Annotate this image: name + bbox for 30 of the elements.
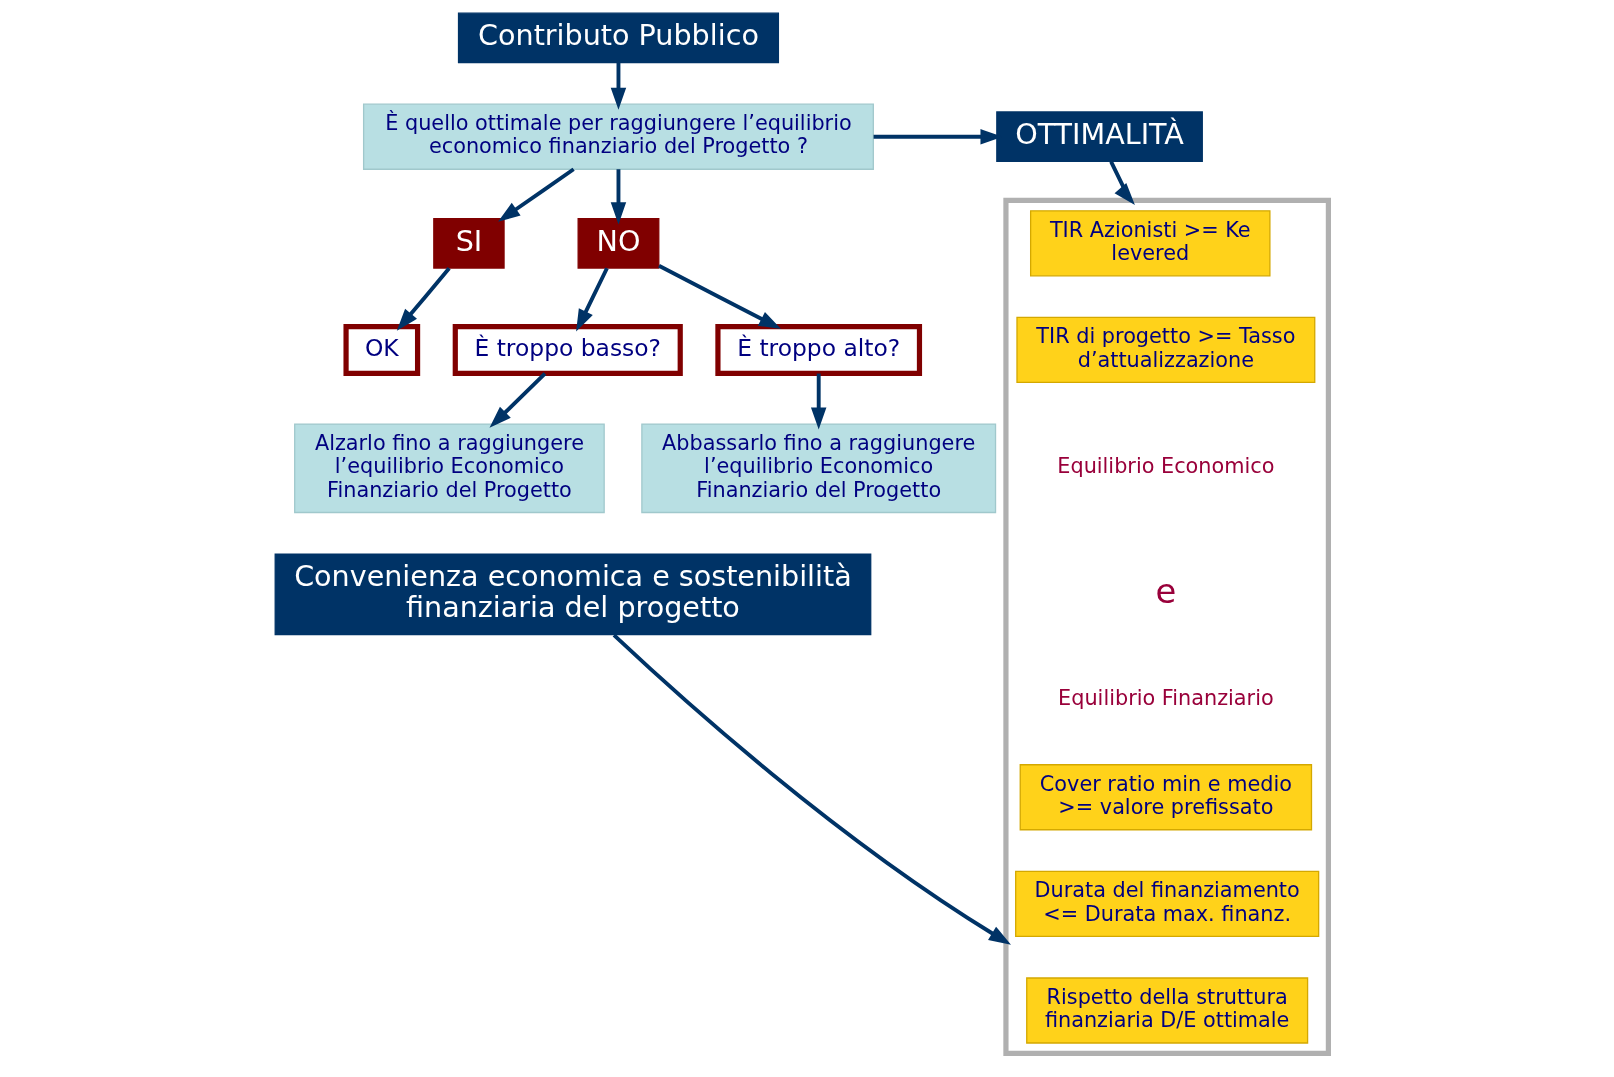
arrow bbox=[396, 267, 451, 331]
node-box: Cover ratio min e medio >= valore prefissato bbox=[1019, 764, 1313, 831]
node-box: Contributo Pubblico bbox=[457, 12, 780, 64]
label: Equilibrio Economico bbox=[1057, 454, 1275, 479]
cluster bbox=[1003, 197, 1331, 1056]
node-box: Rispetto della struttura finanziaria D/E ottimale bbox=[1026, 977, 1309, 1044]
node-box: È troppo basso? bbox=[452, 323, 683, 376]
arrow bbox=[658, 263, 782, 330]
node-box: TIR di progetto >= Tasso d’attualizzazione bbox=[1016, 316, 1316, 384]
arrow bbox=[610, 169, 627, 225]
node-box: TIR Azionisti >= Ke levered bbox=[1030, 210, 1271, 277]
node-box: Convenienza economica e sostenibilità finanziaria del progetto bbox=[274, 553, 872, 636]
node-box: OK bbox=[343, 323, 421, 376]
node-box: Durata del finanziamento <= Durata max. finanz. bbox=[1015, 870, 1320, 937]
label: Equilibrio Finanziario bbox=[1058, 685, 1274, 710]
node-box: NO bbox=[577, 218, 660, 269]
node-box: È quello ottimale per raggiungere l’equilibrio economico finanziario del Progetto ? bbox=[362, 103, 874, 170]
arrow bbox=[610, 63, 627, 110]
arrow bbox=[498, 167, 575, 222]
arrow bbox=[810, 373, 827, 430]
node-box: Alzarlo fino a raggiungere l’equilibrio Economico Finanziario del Progetto bbox=[294, 423, 605, 514]
label: e bbox=[1155, 571, 1177, 611]
node-box: OTTIMALITÀ bbox=[996, 111, 1203, 163]
node-box: Abbassarlo fino a raggiungere l’equilibrio Economico Finanziario del Progetto bbox=[641, 423, 997, 514]
node-box: È troppo alto? bbox=[715, 323, 923, 376]
node-box: SI bbox=[433, 218, 505, 269]
arrow bbox=[576, 267, 609, 332]
arrow bbox=[489, 372, 547, 428]
arrow bbox=[612, 633, 1011, 945]
arrow bbox=[1109, 160, 1135, 205]
